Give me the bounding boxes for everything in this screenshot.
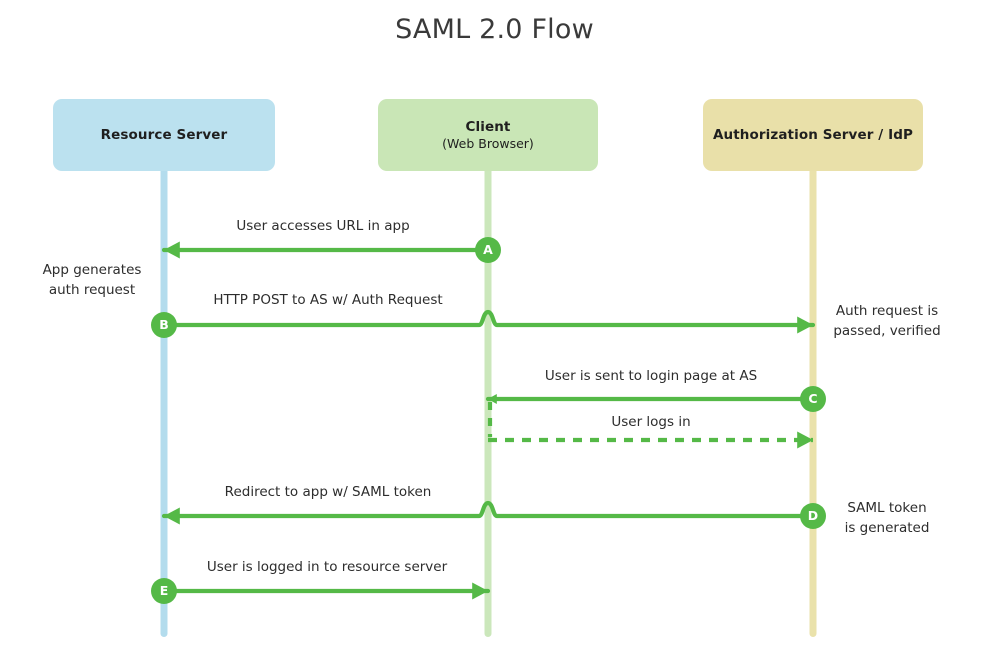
note-saml-token-is-generated: SAML token is generated (845, 499, 930, 538)
note-auth-request-passed-verified: Auth request is passed, verified (833, 302, 940, 341)
actor-box-authorization-server[interactable]: Authorization Server / IdP (703, 99, 923, 171)
message-line-b (174, 309, 816, 334)
message-label-d: Redirect to app w/ SAML token (224, 484, 432, 500)
step-badge-e[interactable]: E (151, 578, 177, 604)
note-line: is generated (844, 519, 930, 536)
message-label-e: User is logged in to resource server (206, 559, 448, 575)
actor-title-authorization-server: Authorization Server / IdP (713, 126, 913, 143)
actor-subtitle-client: (Web Browser) (442, 135, 534, 151)
step-badge-d[interactable]: D (800, 503, 826, 529)
actor-box-resource-server[interactable]: Resource Server (53, 99, 275, 171)
message-label-b: HTTP POST to AS w/ Auth Request (213, 292, 443, 308)
message-label-user-logs-in: User logs in (611, 414, 691, 430)
note-line: Auth request is (835, 303, 939, 319)
note-line: passed, verified (833, 322, 941, 339)
message-label-c: User is sent to login page at AS (544, 368, 758, 384)
note-line: SAML token (847, 500, 927, 516)
message-line-d (161, 500, 803, 525)
step-badge-b[interactable]: B (151, 312, 177, 338)
step-badge-c[interactable]: C (800, 386, 826, 412)
message-label-a: User accesses URL in app (236, 218, 410, 234)
note-line: auth request (48, 281, 136, 298)
actor-title-resource-server: Resource Server (100, 126, 228, 143)
lifeline-resource-server (160, 165, 168, 637)
note-app-generates-auth-request: App generates auth request (43, 261, 142, 300)
actor-box-client[interactable]: Client(Web Browser) (378, 99, 598, 171)
note-line: App generates (42, 262, 142, 278)
actor-title-client: Client (465, 118, 511, 135)
step-badge-a[interactable]: A (475, 237, 501, 263)
page-title: SAML 2.0 Flow (395, 14, 594, 45)
lifeline-client (484, 165, 492, 637)
